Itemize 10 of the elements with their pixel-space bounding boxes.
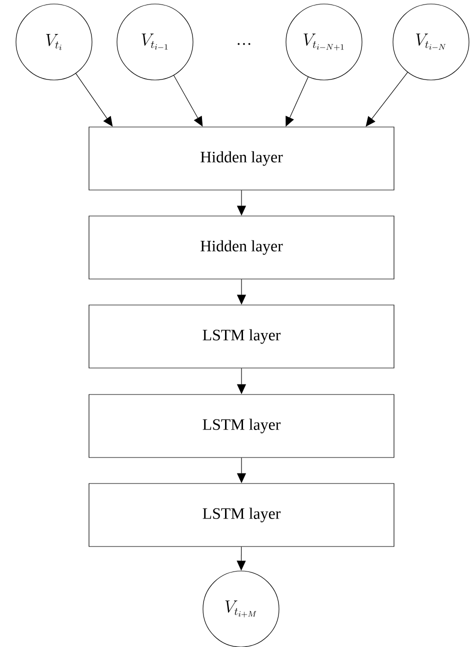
circle-node: $V_{t_{i-N+1}}$ xyxy=(286,4,362,80)
layer-box: Hidden layer xyxy=(88,126,394,190)
circle-node: $V_{t_{i-1}}$ xyxy=(116,4,194,80)
layer-box: LSTM layer xyxy=(88,304,394,368)
layer-box: LSTM layer xyxy=(88,483,394,547)
layer-box: Hidden layer xyxy=(88,216,394,280)
circle-node: $V_{t_{i-N}}$ xyxy=(392,4,470,80)
circle-node: $V_{t_i}$ xyxy=(16,4,92,80)
ellipsis: … xyxy=(238,43,250,45)
layer-box: LSTM layer xyxy=(88,394,394,458)
